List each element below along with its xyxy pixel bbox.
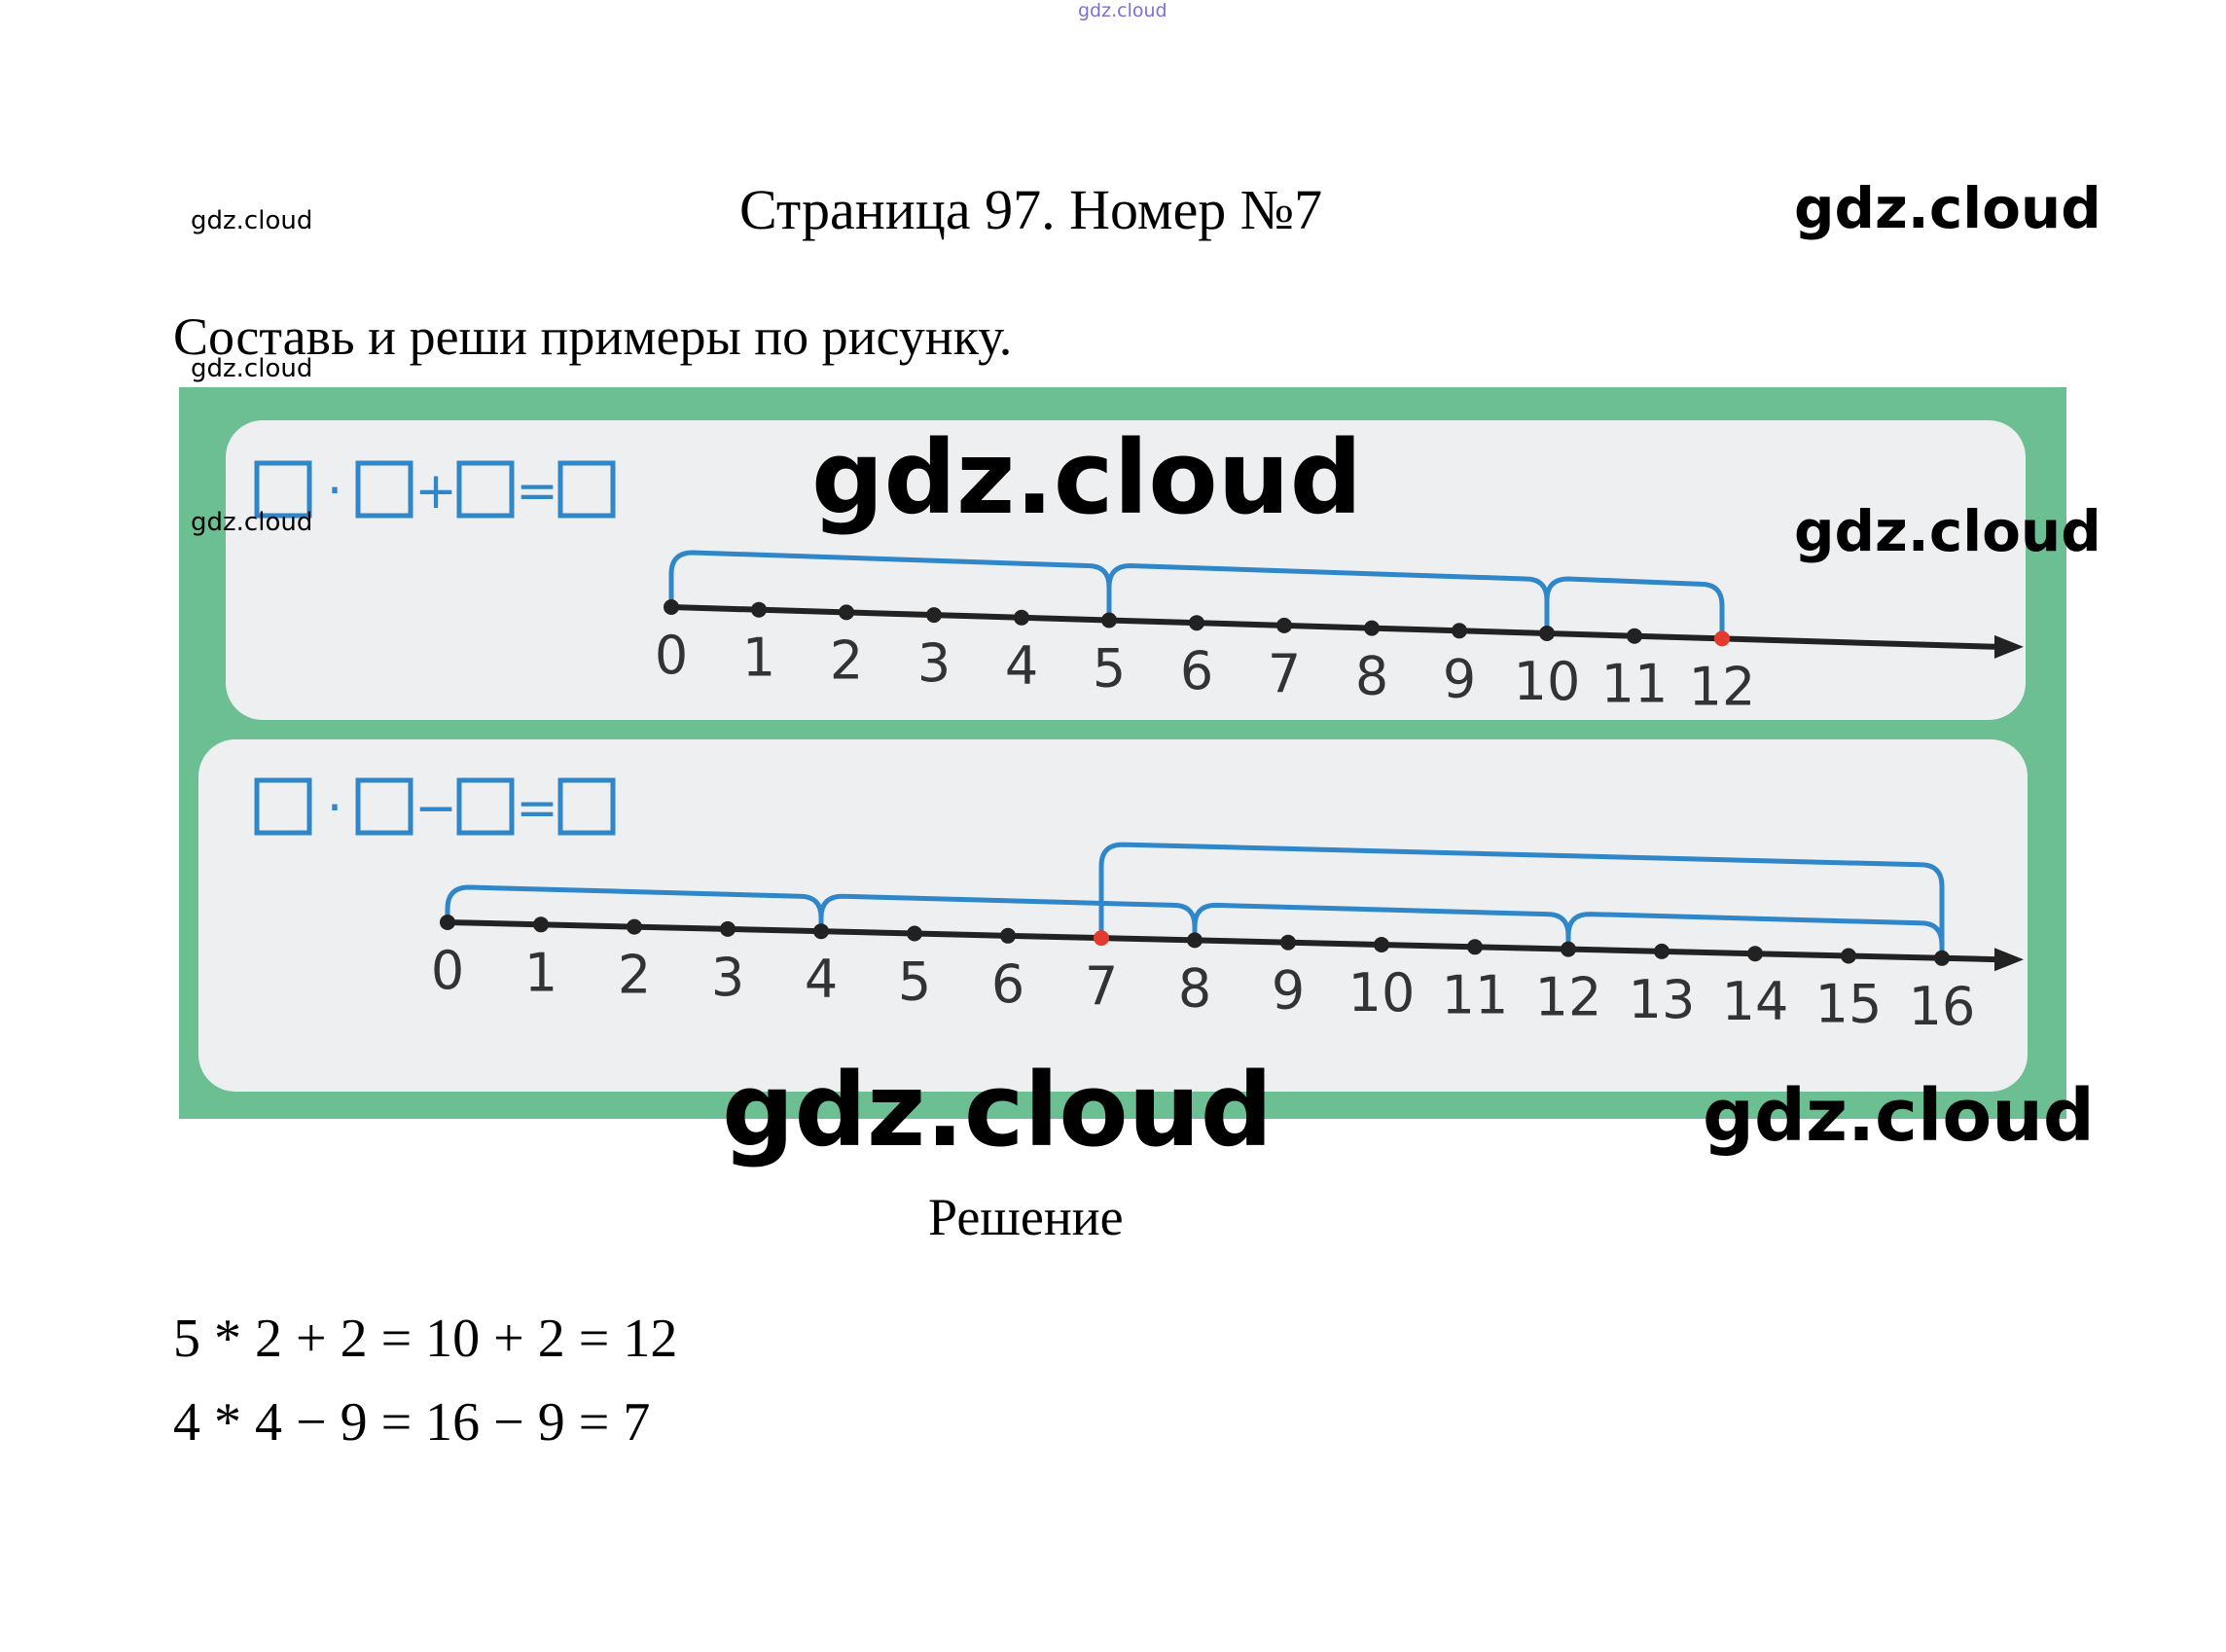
tick-label: 8 — [1355, 646, 1388, 707]
big-jump-arc — [1098, 842, 1945, 958]
solution-line: 5 * 2 + 2 = 10 + 2 = 12 — [173, 1309, 678, 1369]
tick-label: 1 — [742, 628, 775, 689]
solution-line: 4 * 4 − 9 = 16 − 9 = 7 — [173, 1392, 651, 1453]
tick-label: 0 — [655, 625, 688, 686]
equation-box — [456, 460, 515, 519]
tick-point — [664, 599, 679, 615]
tick-label: 16 — [1909, 976, 1976, 1037]
tick-label: 3 — [711, 947, 744, 1008]
highlight-point — [1094, 930, 1109, 947]
equation-symbol: − — [414, 779, 457, 838]
figure-panel — [226, 420, 2026, 720]
tick-label: 11 — [1442, 964, 1509, 1025]
jump-arc — [1544, 576, 1725, 639]
equation-box — [557, 777, 616, 836]
watermark-top: gdz.cloud — [1078, 0, 1167, 21]
watermark-large: gdz.cloud — [811, 418, 1363, 537]
number-line — [670, 604, 1999, 650]
tick-point — [533, 916, 549, 933]
page-title: Страница 97. Номер №7 — [739, 178, 1323, 241]
equation-symbol: · — [327, 779, 343, 838]
equation-box — [254, 460, 312, 519]
tick-point — [1187, 932, 1203, 949]
tick-label: 10 — [1514, 651, 1581, 712]
tick-point — [720, 920, 736, 937]
equation-box — [557, 460, 616, 519]
tick-label: 9 — [1272, 960, 1305, 1022]
tick-label: 4 — [805, 949, 838, 1010]
tick-label: 0 — [431, 940, 464, 1001]
tick-point — [1539, 626, 1555, 641]
arrow-head — [1994, 634, 2024, 659]
tick-label: 3 — [917, 632, 951, 694]
tick-label: 2 — [618, 945, 651, 1006]
tick-label: 12 — [1689, 656, 1756, 717]
tick-point — [1561, 941, 1576, 957]
tick-label: 4 — [1005, 635, 1038, 697]
tick-point — [440, 915, 455, 930]
tick-label: 12 — [1535, 967, 1602, 1028]
tick-label: 10 — [1348, 962, 1416, 1024]
tick-point — [627, 918, 642, 935]
tick-point — [1747, 946, 1763, 962]
tick-point — [1627, 628, 1642, 644]
equation-symbol: = — [516, 462, 558, 521]
tick-label: 6 — [991, 953, 1024, 1015]
watermark-bottom-right: gdz.cloud — [1703, 1074, 2095, 1158]
tick-point — [1014, 609, 1029, 626]
tick-point — [1841, 948, 1856, 964]
tick-point — [907, 925, 922, 942]
watermark-large: gdz.cloud — [722, 1051, 1274, 1169]
tick-label: 6 — [1180, 640, 1213, 701]
watermark-figure-right: gdz.cloud — [1794, 498, 2101, 564]
watermark-small: gdz.cloud — [191, 206, 313, 235]
tick-point — [813, 923, 829, 940]
highlight-point — [1714, 630, 1730, 647]
watermark-small: gdz.cloud — [191, 508, 313, 537]
figure-panel — [198, 739, 2028, 1092]
tick-point — [1934, 950, 1950, 966]
tick-label: 7 — [1085, 955, 1118, 1017]
equation-symbol: · — [327, 462, 343, 521]
tick-point — [839, 604, 854, 621]
equation-box — [355, 777, 413, 836]
tick-label: 14 — [1722, 971, 1789, 1032]
equation-box — [456, 777, 515, 836]
tick-label: 5 — [898, 952, 931, 1013]
tick-point — [1189, 615, 1204, 631]
equation-symbol: + — [414, 462, 457, 521]
tick-label: 8 — [1178, 957, 1211, 1019]
task-instruction: Составь и реши примеры по рисунку. — [173, 307, 1013, 366]
equation-box — [254, 777, 312, 836]
tick-label: 1 — [524, 942, 557, 1003]
tick-point — [1374, 937, 1389, 952]
arrow-head — [1994, 948, 2024, 972]
tick-point — [751, 601, 767, 618]
tick-point — [1654, 943, 1670, 959]
tick-point — [1280, 934, 1296, 951]
equation-symbol: = — [516, 779, 558, 838]
tick-point — [1000, 927, 1016, 944]
tick-label: 11 — [1601, 654, 1669, 715]
tick-label: 15 — [1815, 974, 1883, 1035]
solution-heading: Решение — [928, 1188, 1124, 1246]
tick-point — [1101, 612, 1117, 628]
tick-point — [1452, 623, 1467, 639]
number-line — [447, 919, 1999, 963]
tick-point — [926, 607, 942, 624]
watermark-small: gdz.cloud — [191, 354, 313, 383]
tick-label: 9 — [1443, 648, 1476, 709]
tick-label: 13 — [1629, 969, 1696, 1030]
tick-point — [1467, 939, 1483, 955]
tick-point — [1276, 617, 1292, 633]
tick-label: 7 — [1268, 643, 1301, 704]
tick-label: 5 — [1093, 638, 1126, 700]
tick-label: 2 — [830, 629, 863, 691]
tick-point — [1364, 620, 1380, 636]
watermark-header-right: gdz.cloud — [1794, 175, 2101, 241]
equation-box — [355, 460, 413, 519]
